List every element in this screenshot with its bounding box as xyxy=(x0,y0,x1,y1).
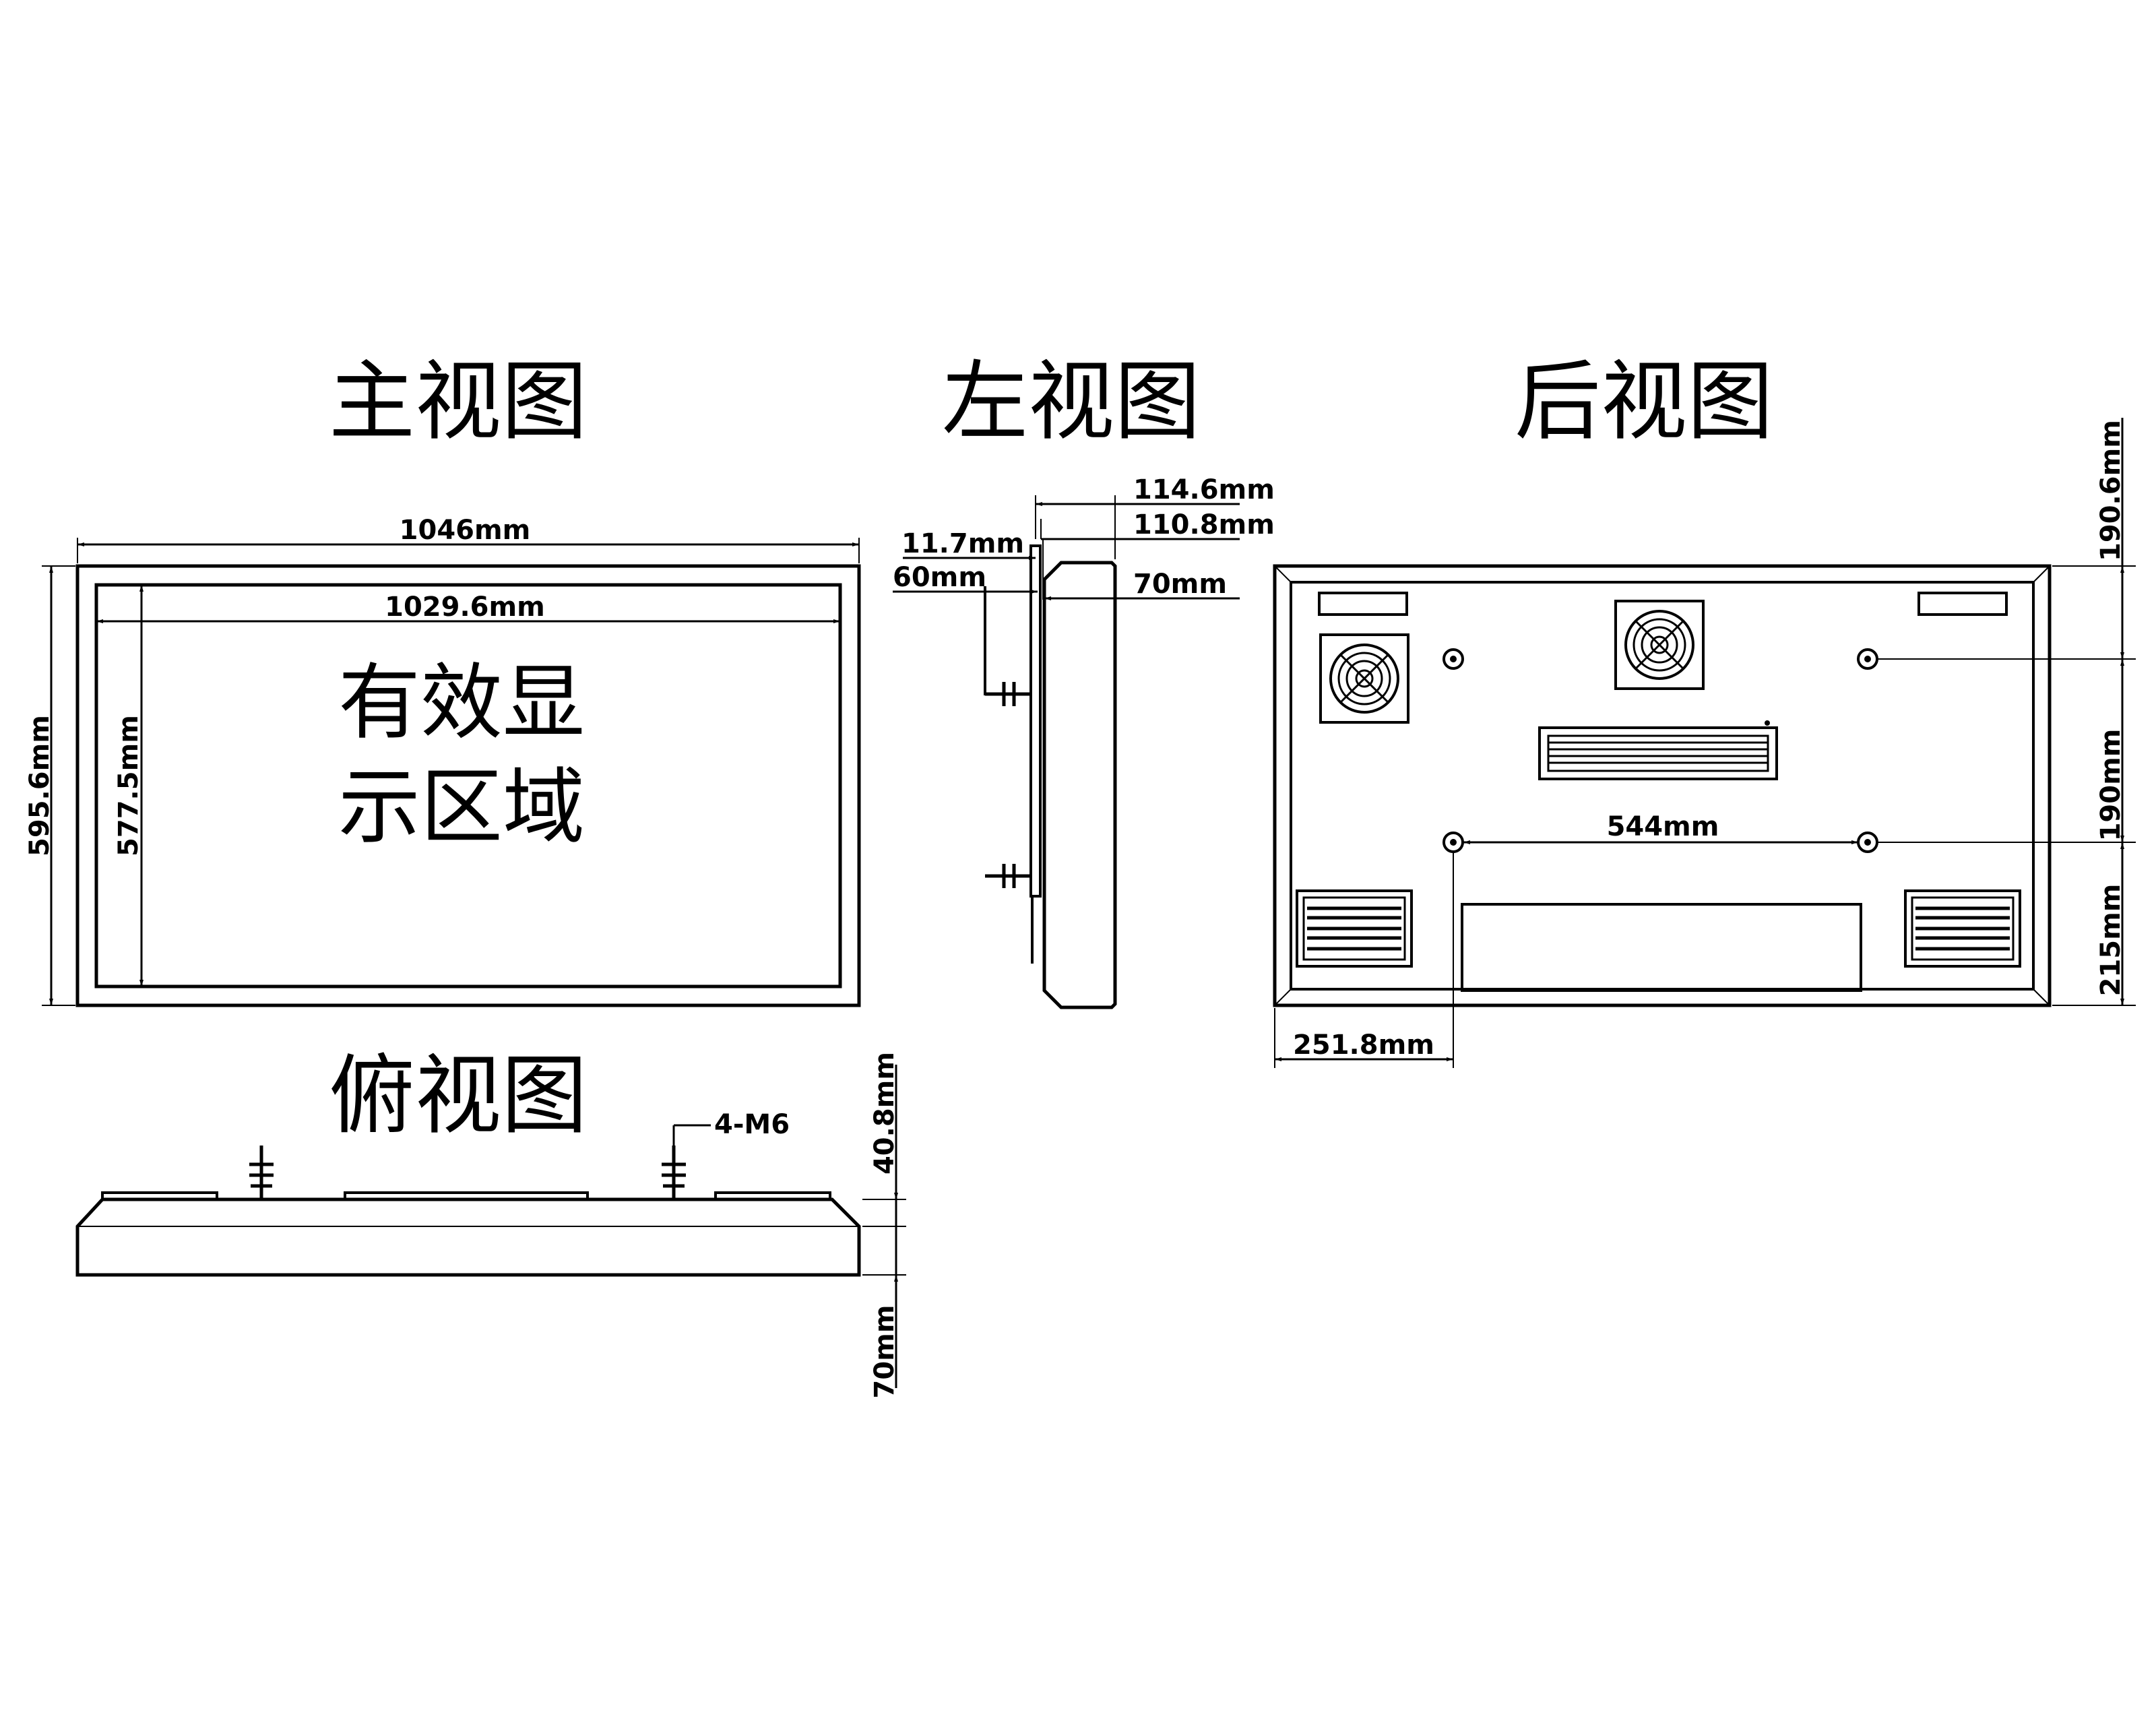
side-depth-label: 70mm xyxy=(1133,569,1227,600)
rear-label-plate-left xyxy=(1318,592,1408,616)
side-mounting-plate xyxy=(1029,544,1042,898)
rear-dim-bottom-label: 215mm xyxy=(2095,884,2126,997)
front-outer-width-label: 1046mm xyxy=(400,515,531,546)
top-bolt-label: 4-M6 xyxy=(714,1109,790,1140)
display-area-label-line1: 有效显 xyxy=(338,655,585,751)
front-outer-height-dimension: 595.6mm xyxy=(24,565,75,1006)
top-view-title: 俯视图 xyxy=(329,1046,588,1146)
side-plate-dimension: 11.7mm xyxy=(901,528,1036,560)
front-outer-height-label: 595.6mm xyxy=(24,715,55,856)
display-area-label-line2: 示区域 xyxy=(338,759,585,855)
top-bolt-right xyxy=(662,1146,686,1198)
side-total-dimension: 114.6mm xyxy=(1036,474,1275,506)
rear-vent-left xyxy=(1296,889,1413,968)
top-bolt-callout: 4-M6 xyxy=(672,1109,790,1146)
rear-mount-hole-top-left xyxy=(1442,648,1464,670)
top-rear-plate-center xyxy=(344,1191,589,1201)
side-depth-dimension: 70mm xyxy=(1044,569,1240,600)
rear-outer-frame xyxy=(1273,564,2052,1007)
top-right-dimensions: 40.8mm 70mm xyxy=(862,1052,906,1399)
rear-fan-left xyxy=(1319,633,1409,724)
front-inner-width-dimension: 1029.6mm xyxy=(96,592,840,623)
rear-hole-spacing-dimension: 544mm xyxy=(1463,811,1858,844)
rear-view: 544mm 190.6mm 190mm 215mm 251.8mm xyxy=(1273,418,2136,1068)
front-outer-width-dimension: 1046mm xyxy=(77,515,860,563)
rear-label-plate-right xyxy=(1917,592,2008,616)
rear-hole-spacing-label: 544mm xyxy=(1607,811,1719,842)
side-bolt-upper xyxy=(985,682,1031,706)
top-body-outline xyxy=(75,1197,861,1277)
side-bracket-dimension: 60mm xyxy=(893,562,1038,594)
front-outer-frame xyxy=(75,564,861,1007)
top-view: 4-M6 40.8mm 70mm xyxy=(75,1052,906,1399)
front-inner-height-label: 577.5mm xyxy=(113,715,144,856)
rear-dim-mid-label: 190mm xyxy=(2095,729,2126,842)
rear-connector-strip xyxy=(1538,720,1778,780)
side-bracket-label: 60mm xyxy=(893,562,986,593)
side-bracket xyxy=(984,586,1031,695)
rear-fan-center xyxy=(1614,600,1705,690)
left-view-title: 左视图 xyxy=(942,352,1201,452)
top-rear-plate-right xyxy=(714,1191,831,1201)
side-body-outline xyxy=(1042,561,1117,1009)
rear-mount-hole-top-right xyxy=(1857,648,1878,670)
rear-view-title: 后视图 xyxy=(1515,352,1773,452)
rear-right-dimensions: 190.6mm 190mm 215mm xyxy=(1877,418,2136,1006)
side-view: 114.6mm 110.8mm 11.7mm 60mm 70mm xyxy=(893,474,1275,1009)
side-bolt-lower xyxy=(985,864,1034,964)
top-bolt-left xyxy=(249,1146,274,1198)
rear-mount-hole-bottom-right xyxy=(1857,832,1878,853)
front-view-title: 主视图 xyxy=(329,352,588,452)
rear-left-offset-label: 251.8mm xyxy=(1293,1030,1434,1061)
rear-left-offset-dimension: 251.8mm xyxy=(1274,852,1454,1068)
rear-lower-cover xyxy=(1461,903,1862,992)
side-total-label: 114.6mm xyxy=(1133,474,1275,505)
front-display-area xyxy=(94,583,842,989)
rear-dim-top-label: 190.6mm xyxy=(2095,420,2126,561)
top-depth-dimension-label: 70mm xyxy=(869,1305,900,1398)
side-body-label: 110.8mm xyxy=(1133,509,1275,540)
rear-vent-right xyxy=(1904,889,2021,968)
front-view: 1046mm 1029.6mm 595.6mm 577.5mm 有效显 示区域 xyxy=(24,515,861,1007)
rear-mount-hole-bottom-left xyxy=(1442,832,1464,853)
side-plate-label: 11.7mm xyxy=(901,528,1024,559)
side-body-dimension: 110.8mm xyxy=(1041,509,1275,540)
top-bolt-dimension-label: 40.8mm xyxy=(869,1052,900,1174)
front-inner-height-dimension: 577.5mm xyxy=(113,585,144,986)
top-rear-plate-left xyxy=(101,1191,218,1201)
front-inner-width-label: 1029.6mm xyxy=(385,592,545,623)
